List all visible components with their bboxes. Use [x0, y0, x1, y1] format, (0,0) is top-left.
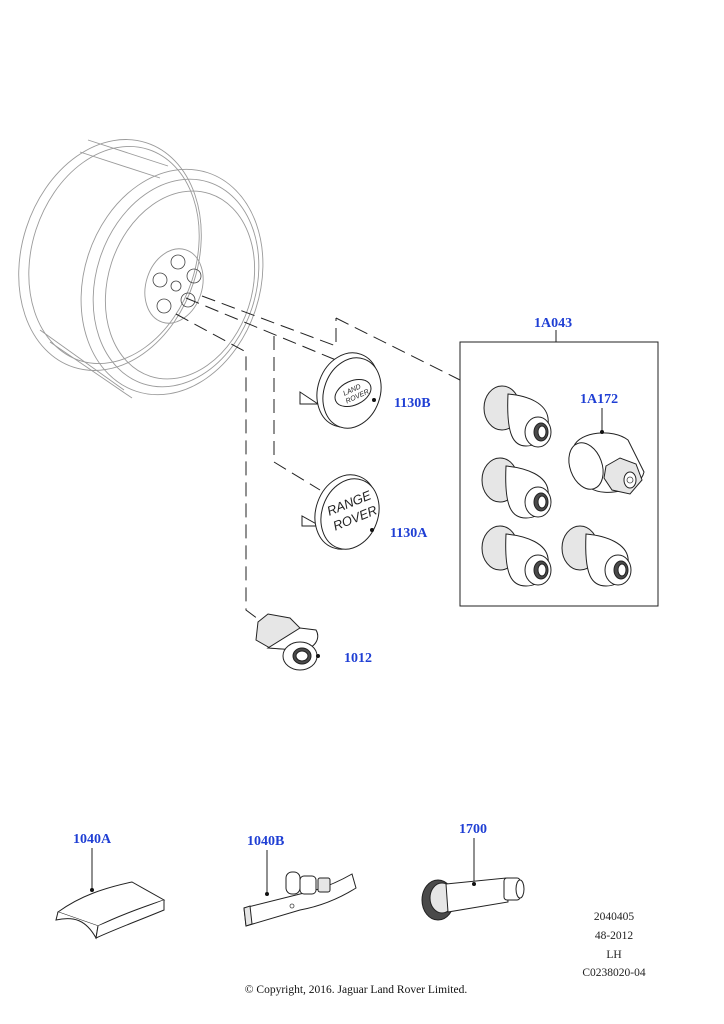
locking-nut-kit-box[interactable]	[459, 341, 659, 607]
callout-1130b[interactable]: 1130B	[394, 396, 431, 411]
tyre-valve[interactable]	[421, 877, 525, 921]
callout-1a043[interactable]: 1A043	[534, 316, 572, 331]
leader-lines	[175, 295, 461, 623]
drawing-info-block: 2040405 48-2012 LH C0238020-04	[582, 911, 646, 979]
clip-on-balance-weight[interactable]	[243, 871, 357, 927]
centre-cap-range-rover[interactable]: RANGE ROVER	[301, 466, 389, 558]
locking-nut-key[interactable]	[563, 408, 645, 495]
drawing-side: LH	[606, 949, 621, 961]
locking-nut-3	[481, 525, 552, 587]
drawing-date-code: 48-2012	[595, 930, 634, 942]
callout-1012[interactable]: 1012	[344, 651, 372, 666]
callout-1040b[interactable]: 1040B	[247, 834, 284, 849]
centre-cap-land-rover[interactable]: LAND ROVER	[299, 344, 391, 436]
wheel-nut[interactable]	[255, 613, 320, 671]
wheel-illustration	[18, 139, 264, 399]
adhesive-balance-weight[interactable]	[55, 881, 166, 940]
locking-nut-4	[561, 525, 632, 587]
locking-nut-1	[483, 385, 552, 448]
callout-1a172[interactable]: 1A172	[580, 392, 618, 407]
drawing-reference: C0238020-04	[582, 967, 646, 979]
drawing-number: 2040405	[594, 911, 635, 923]
locking-nut-2	[481, 457, 552, 519]
callout-1130a[interactable]: 1130A	[390, 526, 428, 541]
callout-1040a[interactable]: 1040A	[73, 832, 112, 847]
copyright-notice: © Copyright, 2016. Jaguar Land Rover Lim…	[245, 984, 468, 996]
callout-1700[interactable]: 1700	[459, 822, 487, 837]
